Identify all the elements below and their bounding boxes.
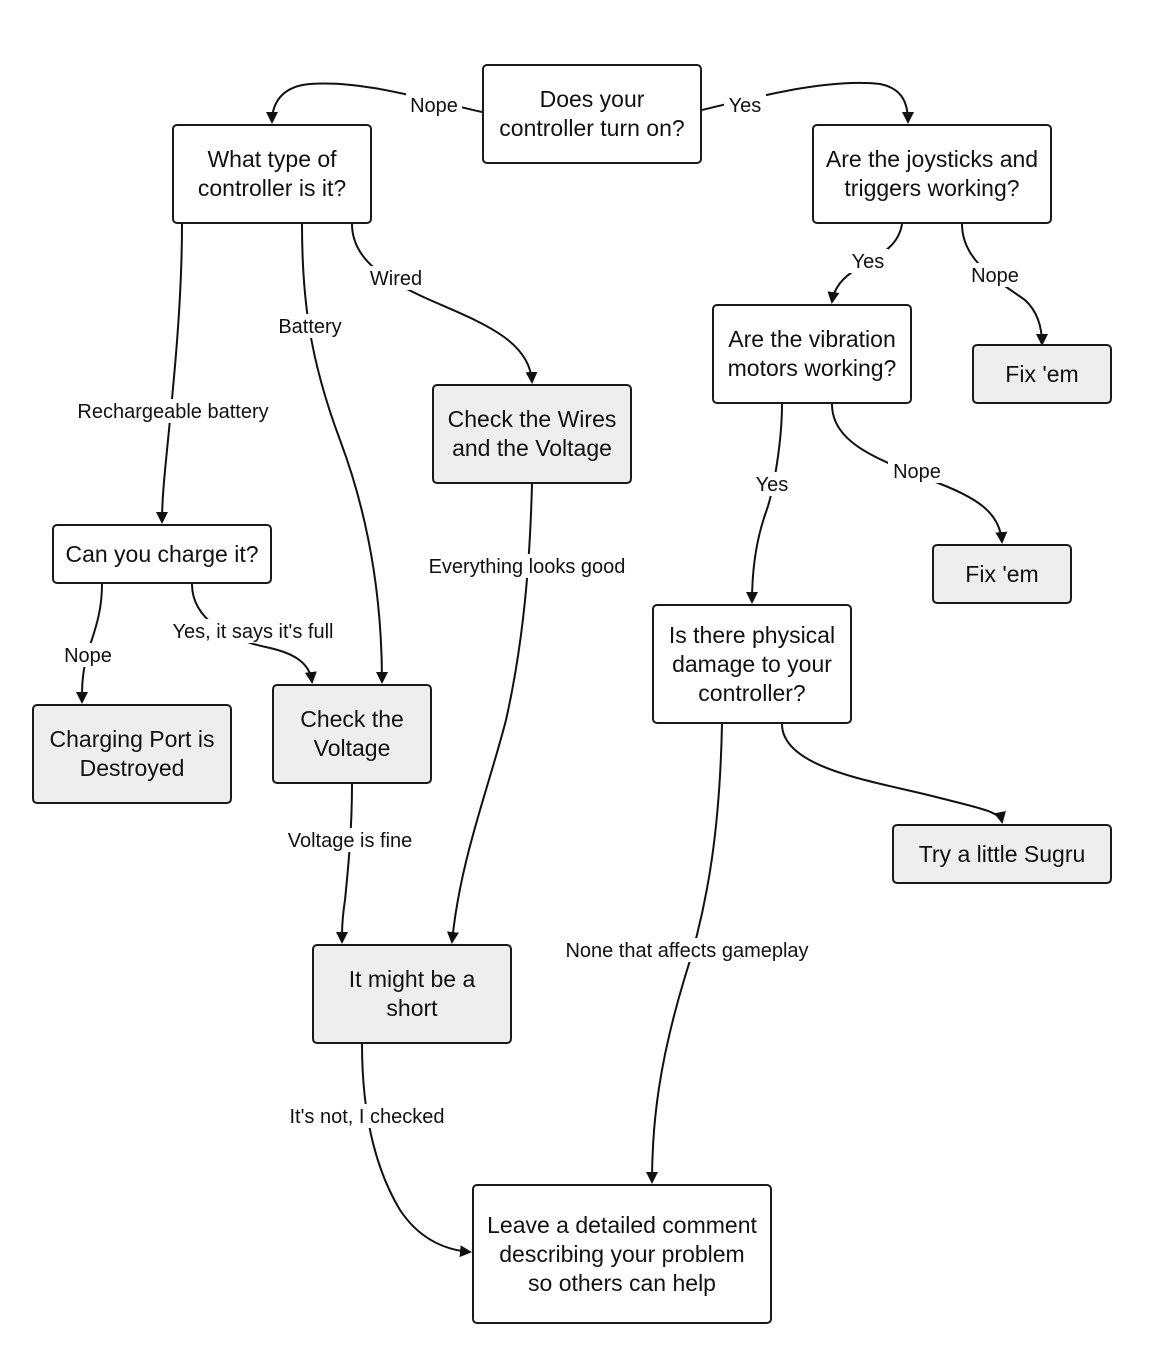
edge-voltage-to-short [336, 783, 353, 944]
edge-label-not-checked: It's not, I checked [278, 1104, 456, 1128]
svg-text:Wired: Wired [370, 268, 422, 290]
edge-label-yes-joysticks: Yes [848, 249, 888, 273]
svg-text:It's not, I checked: It's not, I checked [289, 1106, 444, 1128]
edge-label-nope-turn-on: Nope [406, 93, 462, 117]
node-vibration: Are the vibration motors working? [712, 304, 912, 404]
edge-label-yes-vibration: Yes [752, 472, 792, 496]
edge-label-none-affects: None that affects gameplay [550, 938, 824, 962]
svg-text:Yes, it says it's full: Yes, it says it's full [173, 621, 334, 643]
edge-label-voltage-fine: Voltage is fine [278, 828, 422, 852]
edge-wires-to-short [447, 483, 533, 944]
svg-text:Yes: Yes [729, 95, 762, 117]
node-joysticks: Are the joysticks and triggers working? [812, 124, 1052, 224]
edge-label-charge-full: Yes, it says it's full [160, 619, 346, 643]
node-physical-damage: Is there physical damage to your control… [652, 604, 852, 724]
edge-type-to-voltage [301, 223, 388, 684]
edge-damage-to-comment [646, 723, 723, 1184]
svg-text:Battery: Battery [278, 316, 341, 338]
svg-text:Nope: Nope [893, 461, 941, 483]
node-controller-type: What type of controller is it? [172, 124, 372, 224]
edge-vibration-to-damage [746, 403, 783, 604]
edge-label-battery: Battery [272, 314, 348, 338]
edge-damage-to-sugru [781, 723, 1006, 824]
edge-label-everything-good: Everything looks good [416, 554, 638, 578]
node-fix-em-vibration: Fix 'em [932, 544, 1072, 604]
edge-joysticks-to-fix1 [961, 223, 1048, 346]
edge-label-wired: Wired [364, 266, 428, 290]
edge-label-rechargeable: Rechargeable battery [64, 399, 282, 423]
svg-text:Rechargeable battery: Rechargeable battery [77, 401, 268, 423]
edge-label-charge-nope: Nope [59, 643, 117, 667]
svg-text:Nope: Nope [971, 265, 1019, 287]
edge-charge-to-voltage [191, 583, 317, 684]
node-might-be-short: It might be a short [312, 944, 512, 1044]
edge-label-yes-turn-on: Yes [724, 93, 766, 117]
svg-text:Yes: Yes [756, 474, 789, 496]
svg-text:Voltage is fine: Voltage is fine [288, 830, 413, 852]
node-check-voltage: Check the Voltage [272, 684, 432, 784]
node-leave-comment: Leave a detailed comment describing your… [472, 1184, 772, 1324]
svg-text:Yes: Yes [852, 251, 885, 273]
svg-text:Nope: Nope [64, 645, 112, 667]
svg-text:Nope: Nope [410, 95, 458, 117]
svg-text:None that affects gameplay: None that affects gameplay [565, 940, 808, 962]
node-check-wires: Check the Wires and the Voltage [432, 384, 632, 484]
node-can-charge: Can you charge it? [52, 524, 272, 584]
node-try-sugru: Try a little Sugru [892, 824, 1112, 884]
node-turn-on: Does your controller turn on? [482, 64, 702, 164]
edge-label-nope-vibration: Nope [888, 459, 946, 483]
edge-label-nope-joysticks: Nope [966, 263, 1024, 287]
edge-type-to-wires [351, 223, 538, 384]
edge-type-to-charge [156, 223, 183, 524]
edge-short-to-comment [361, 1043, 472, 1258]
svg-text:Everything looks good: Everything looks good [429, 556, 626, 578]
node-charging-port: Charging Port is Destroyed [32, 704, 232, 804]
node-fix-em-joysticks: Fix 'em [972, 344, 1112, 404]
